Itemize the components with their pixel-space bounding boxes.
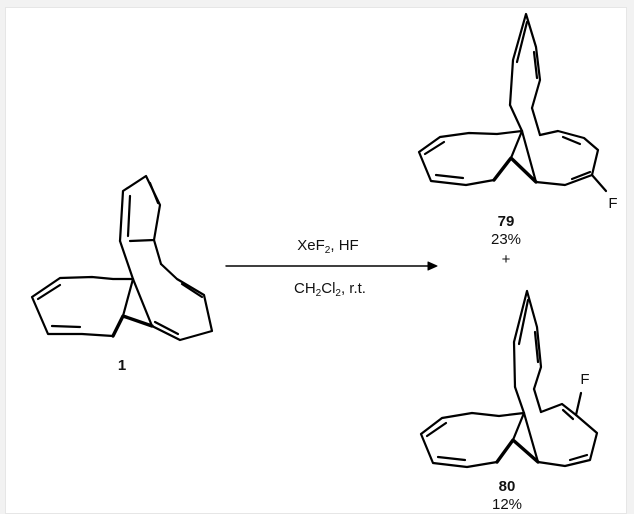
cf-bond-79 [590,173,608,193]
reagent-top-label: XeF2, HF [297,237,359,256]
compound-80-label: 80 [498,478,516,495]
fluorine-atom-80: F [580,371,590,388]
compound-79-yield: 23% [490,231,522,248]
scheme-frame [5,7,627,514]
compound-80-yield: 12% [491,496,523,513]
compound-79-structure [417,12,608,193]
fluorine-atom-79: F [608,195,618,212]
compound-79-label: 79 [497,213,515,230]
cf-bond-80 [574,391,583,417]
compound-80-structure [419,289,599,469]
compound-1-label: 1 [117,357,127,374]
plus-sign: + [501,251,511,268]
reaction-arrow [225,261,438,271]
compound-1-structure [30,174,214,342]
reagent-bottom-label: CH2Cl2, r.t. [294,280,366,299]
